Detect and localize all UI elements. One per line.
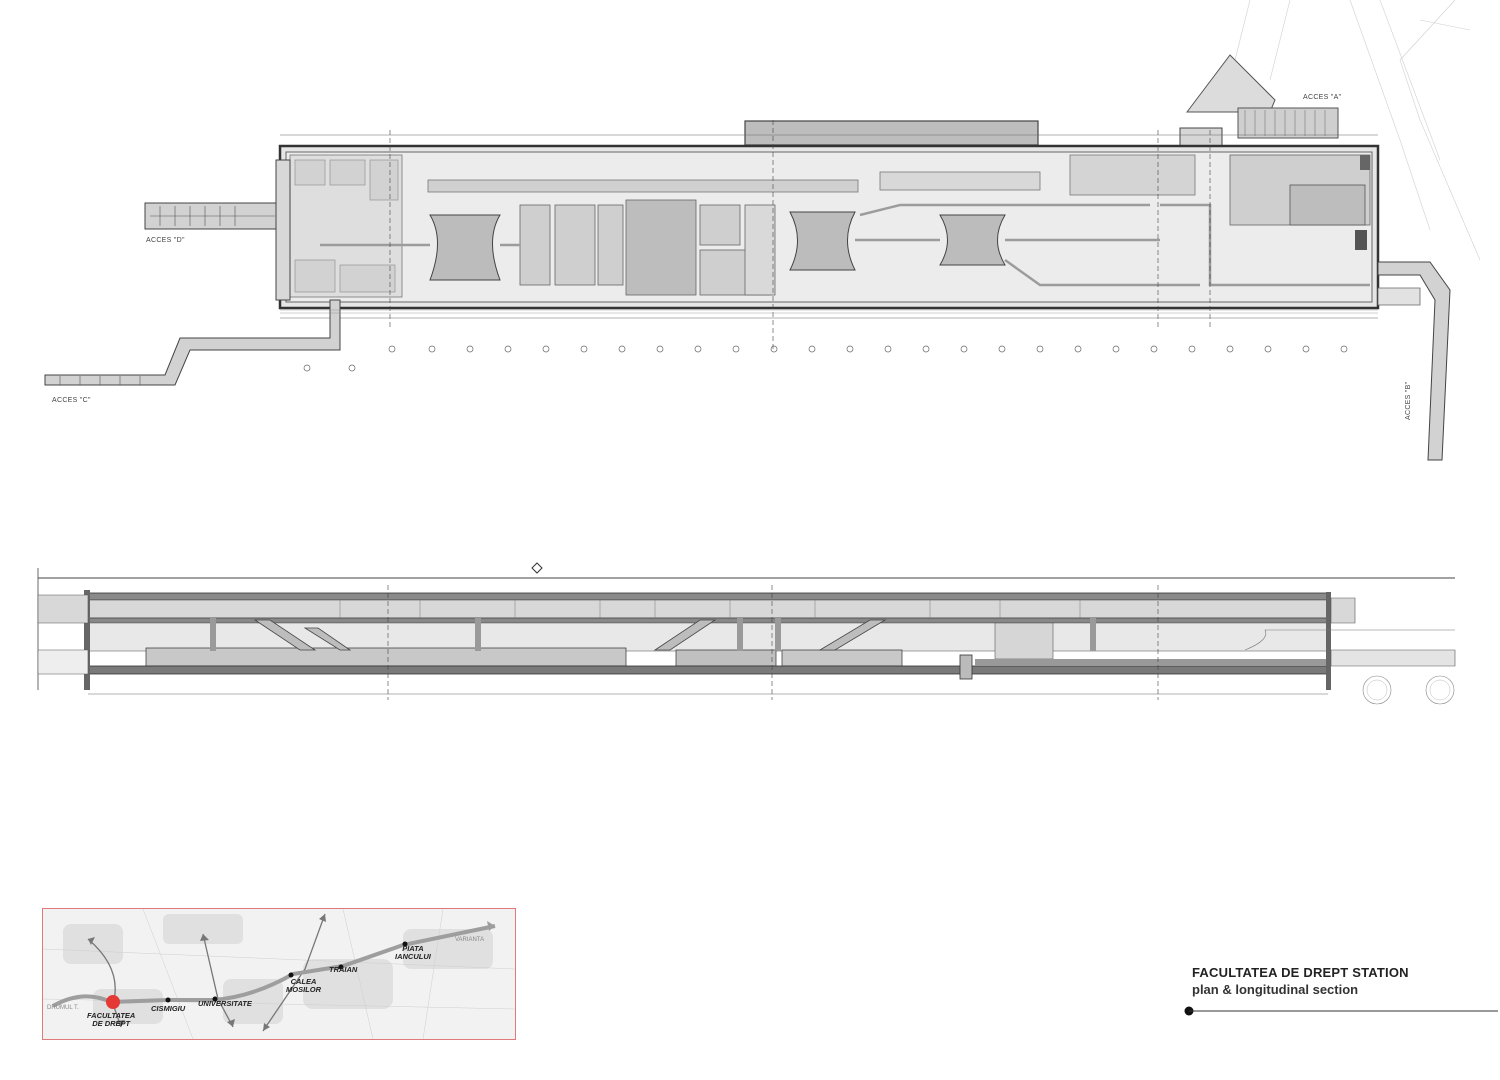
location-map: FACULTATEA DE DREPT CISMIGIU UNIVERSITAT…	[42, 908, 516, 1040]
page-subtitle: plan & longitudinal section	[1192, 982, 1359, 997]
map-station-universitate: UNIVERSITATE	[198, 999, 252, 1008]
plan-street-lines	[1234, 0, 1481, 261]
map-station-facultatea: FACULTATEA DE DREPT	[87, 1011, 136, 1028]
access-label-a: ACCES "A"	[1303, 94, 1342, 101]
map-station-cismigiu: CISMIGIU	[151, 1004, 186, 1013]
page-title: FACULTATEA DE DREPT STATION	[1192, 965, 1409, 980]
access-label-c: ACCES "C"	[52, 397, 91, 404]
map-station-traian: TRAIAN	[329, 965, 358, 974]
map-station-calea-mosilor: CALEA MOSILOR	[286, 977, 321, 994]
map-end-label-right: VARIANTA	[455, 937, 485, 943]
title-block: FACULTATEA DE DREPT STATION plan & longi…	[1192, 965, 1492, 997]
access-label-d: ACCES "D"	[146, 237, 185, 244]
station-plan-drawing	[44, 0, 1481, 461]
longitudinal-section-drawing	[37, 562, 1456, 705]
map-svg	[43, 909, 515, 1039]
map-station-piata-iancului: PIATA IANCULUI	[395, 944, 431, 961]
map-station-highlight	[106, 995, 120, 1009]
map-end-label-left: DRUMUL T.	[47, 1005, 79, 1011]
